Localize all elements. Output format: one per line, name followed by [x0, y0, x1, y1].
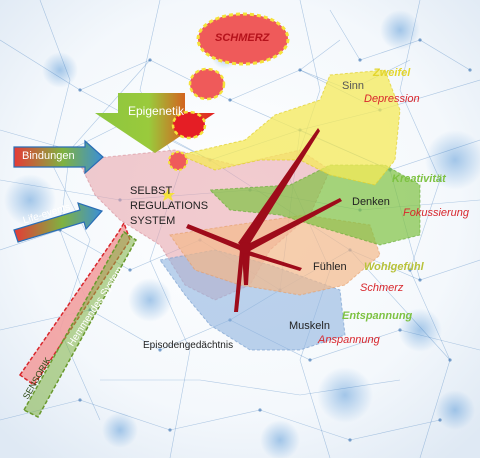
muskeln-region — [159, 249, 346, 351]
neuron-structure — [186, 128, 342, 312]
episodengedaechtnis-label: Episodengedächtnis — [143, 340, 234, 351]
selbst-label-line3: SYSTEM — [130, 215, 176, 227]
epigenetik-arrow — [95, 93, 215, 153]
zweifel-label: Zweifel — [373, 67, 411, 79]
schmerz-label: Schmerz — [360, 282, 404, 294]
sinn-label: Sinn — [342, 80, 365, 92]
depression-label: Depression — [364, 93, 420, 105]
wohlgefuehl-label: Wohlgefühl — [364, 261, 424, 273]
fokussierung-label: Fokussierung — [403, 207, 470, 219]
schmerz-top-label: SCHMERZ — [215, 32, 270, 44]
epigenetik-label: Epigenetik — [128, 104, 185, 118]
sensorik-bar — [22, 230, 137, 418]
fuehlen-label: Fühlen — [313, 261, 347, 273]
selbst-label-line1: SELBST — [130, 185, 173, 197]
fuehlen-region — [169, 214, 381, 296]
life-events-arrow — [13, 202, 104, 243]
entspannung-label: Entspannung — [342, 310, 413, 322]
muskeln-label: Muskeln — [289, 320, 330, 332]
schmerz-ellipse — [196, 12, 290, 66]
hemmendes-system-bar — [18, 221, 131, 387]
anspannung-label: Anspannung — [318, 334, 380, 346]
sinn-region — [178, 69, 401, 186]
pain-blob-2 — [171, 110, 207, 140]
star-icon — [161, 188, 175, 201]
bindungen-label: Bindungen — [22, 150, 75, 162]
selbst-label-line2: REGULATIONS — [130, 200, 209, 212]
bokeh-layer — [4, 10, 480, 458]
denken-label: Denken — [352, 196, 390, 208]
pain-blob-3 — [168, 151, 188, 171]
bindungen-arrow — [13, 139, 104, 175]
kreativitaet-label: Kreativität — [392, 173, 446, 185]
pain-blob-1 — [188, 67, 226, 101]
